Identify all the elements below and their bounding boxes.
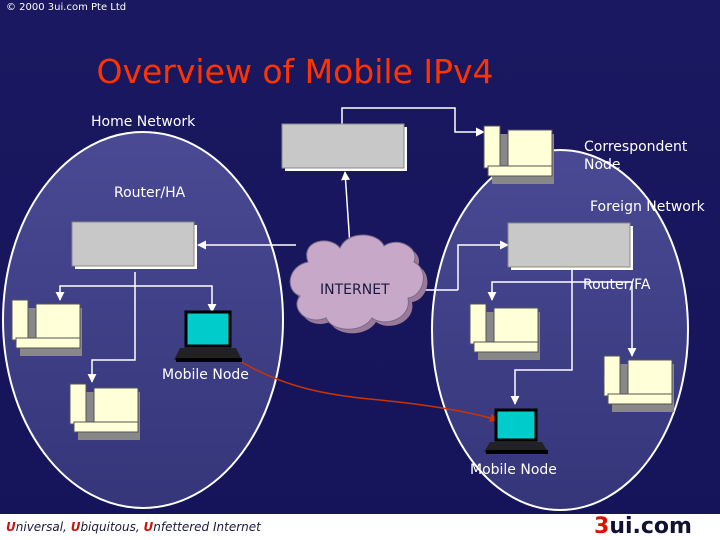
- link-fa-internet-2: [457, 240, 509, 290]
- home-mobile-node-laptop-icon: [174, 310, 242, 362]
- foreign-mobile-node-laptop-icon: [484, 408, 548, 454]
- company-logo: 3ui.com: [594, 514, 692, 539]
- logo-digit: 3: [594, 514, 610, 539]
- home-server-box: [281, 123, 407, 171]
- logo-text: ui.com: [609, 514, 692, 539]
- tagline-word2: biquitous,: [80, 520, 144, 534]
- footer-bar: [0, 514, 720, 540]
- tagline-word3: nfettered Internet: [153, 520, 261, 534]
- foreign-lan-bus: [487, 270, 573, 301]
- foreign-mobile-node-label: Mobile Node: [470, 462, 557, 478]
- router-fa-box: [507, 222, 633, 270]
- foreign-network-label: Foreign Network: [590, 199, 705, 215]
- router-fa-label: Router/FA: [583, 277, 651, 293]
- link-server-internet: [341, 171, 351, 247]
- home-lan-branch-mn: [135, 285, 217, 313]
- home-pc-1-icon: [11, 299, 82, 356]
- tagline-word1: niversal,: [15, 520, 71, 534]
- foreign-pc-2-icon: [603, 355, 674, 412]
- router-ha-box: [71, 221, 197, 269]
- home-network-label: Home Network: [91, 114, 196, 130]
- internet-label: INTERNET: [320, 282, 390, 298]
- tagline-u2: U: [70, 520, 81, 534]
- mobile-node-movement-arrow: [237, 359, 499, 423]
- router-ha-label: Router/HA: [114, 185, 186, 201]
- internet-cloud: [289, 234, 428, 334]
- tagline-u1: U: [6, 520, 16, 534]
- foreign-pc-1-icon: [469, 303, 540, 360]
- tagline-u3: U: [143, 520, 154, 534]
- home-mobile-node-label: Mobile Node: [162, 367, 249, 383]
- foreign-lan-branch-mn: [510, 282, 573, 405]
- foreign-lan-branch-pc: [572, 281, 637, 357]
- correspondent-node-computer-icon: [483, 125, 554, 184]
- home-lan-branch-pc: [87, 286, 136, 383]
- home-pc-2-icon: [69, 383, 140, 440]
- copyright-text: © 2000 3ui.com Pte Ltd: [6, 2, 127, 13]
- slide-title: Overview of Mobile IPv4: [96, 52, 494, 91]
- footer-tagline: Universal, Ubiquitous, Unfettered Intern…: [6, 520, 261, 534]
- correspondent-node-label-line1: Correspondent: [584, 139, 688, 155]
- link-server-correspondent: [341, 107, 485, 137]
- home-lan-bus: [55, 272, 136, 301]
- correspondent-node-label-line2: Node: [584, 157, 621, 173]
